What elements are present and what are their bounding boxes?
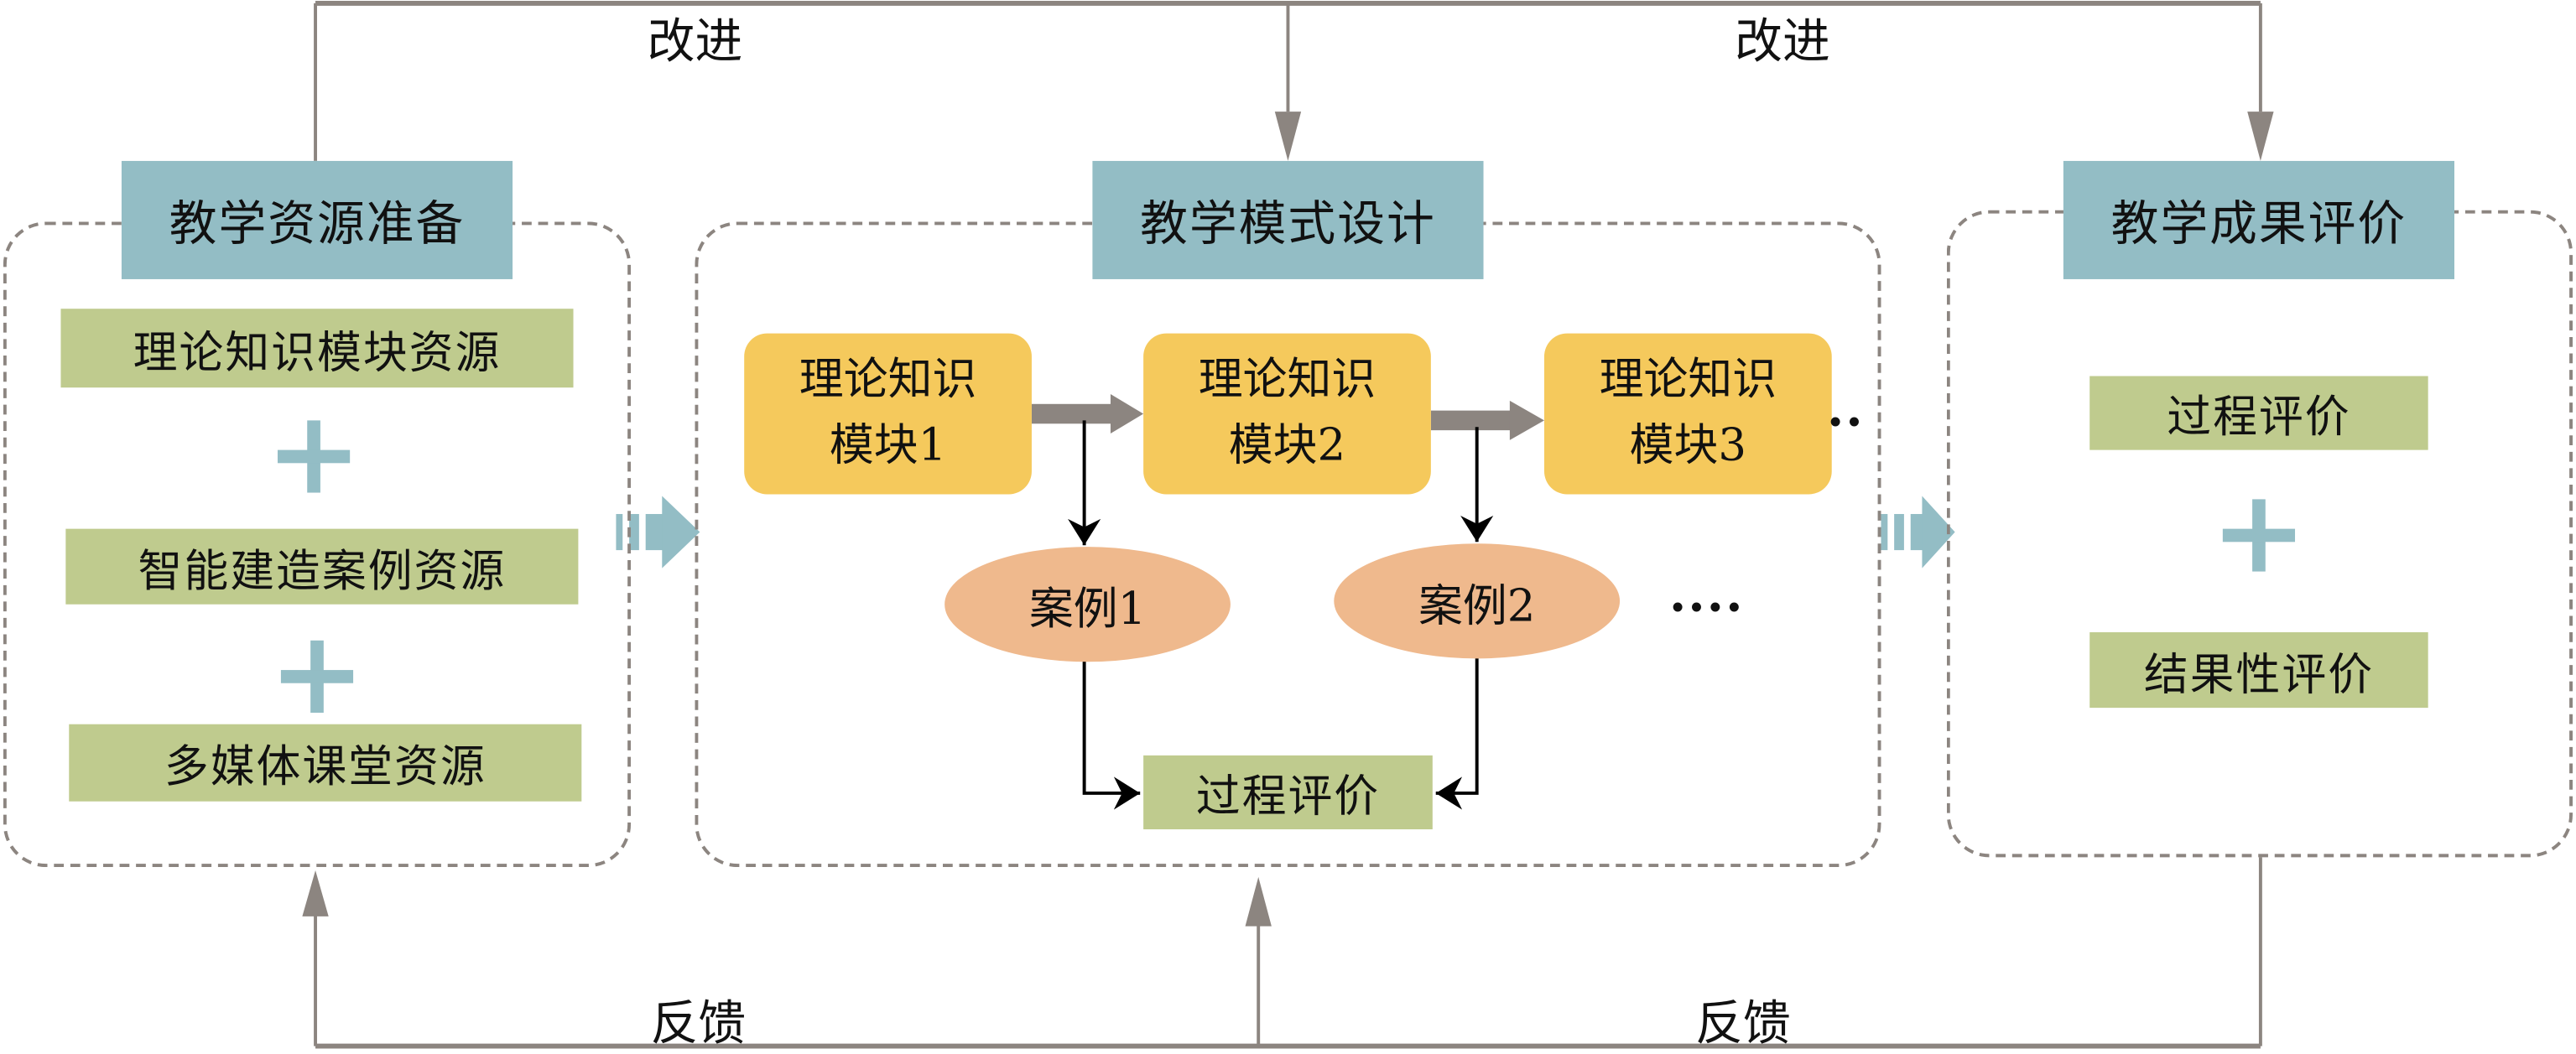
resource-item-cases: 智能建造案例资源 <box>65 528 579 605</box>
module-ellipsis: .. <box>1826 381 1865 439</box>
feedback-label-right: 反馈 <box>1695 994 1791 1051</box>
module-chain <box>1031 394 1544 440</box>
module-3-line1: 理论知识 <box>1599 355 1777 406</box>
improve-label-right: 改进 <box>1735 13 1830 70</box>
module-arrow-1-shaft <box>1031 403 1114 424</box>
process-evaluation-box: 过程评价 <box>1143 755 1433 830</box>
plus-icon <box>277 420 351 493</box>
improve-loop <box>314 0 2274 161</box>
arrow-case2-to-eval <box>1435 657 1479 810</box>
module-1-line1: 理论知识 <box>799 355 977 406</box>
improve-label-left: 改进 <box>647 13 743 70</box>
evaluation-item-process: 过程评价 <box>2089 376 2428 450</box>
theory-module-1: 理论知识 模块1 <box>744 333 1032 495</box>
transition-arrow-1 <box>616 496 700 569</box>
feedback-label-left: 反馈 <box>650 994 747 1051</box>
transition-arrow-2 <box>1881 496 1955 569</box>
plus-icon <box>2222 499 2296 572</box>
resource-item-multimedia: 多媒体课堂资源 <box>69 724 582 802</box>
module-arrow-2-shaft <box>1430 410 1513 431</box>
feedback-arrowhead-resources <box>302 870 329 916</box>
resources-panel-title: 教学资源准备 <box>121 160 513 279</box>
arrow-case1-to-eval <box>1082 660 1141 810</box>
theory-module-2: 理论知识 模块2 <box>1143 333 1431 495</box>
feedback-loop <box>302 857 2262 1049</box>
module-2-line2: 模块2 <box>1228 420 1346 472</box>
design-panel-title: 教学模式设计 <box>1092 160 1484 279</box>
case-arrows <box>1068 420 1494 810</box>
module-2-line1: 理论知识 <box>1198 355 1376 406</box>
module-1-line2: 模块1 <box>829 420 947 472</box>
improve-arrowhead-evaluation <box>2247 112 2274 161</box>
case-ellipsis: .... <box>1668 566 1745 625</box>
theory-module-3: 理论知识 模块3 <box>1543 333 1832 495</box>
resource-item-theory: 理论知识模块资源 <box>60 309 574 388</box>
module-3-line2: 模块3 <box>1629 420 1747 472</box>
evaluation-panel-title: 教学成果评价 <box>2063 160 2454 279</box>
case-2: 案例2 <box>1334 543 1621 659</box>
module-arrow-2-head <box>1509 400 1544 440</box>
module-arrow-1-head <box>1110 394 1144 434</box>
improve-arrowhead-design <box>1274 112 1302 161</box>
evaluation-item-outcome: 结果性评价 <box>2089 632 2428 709</box>
case-1: 案例1 <box>945 547 1231 662</box>
feedback-arrowhead-design <box>1245 876 1272 927</box>
plus-icon <box>280 640 354 713</box>
